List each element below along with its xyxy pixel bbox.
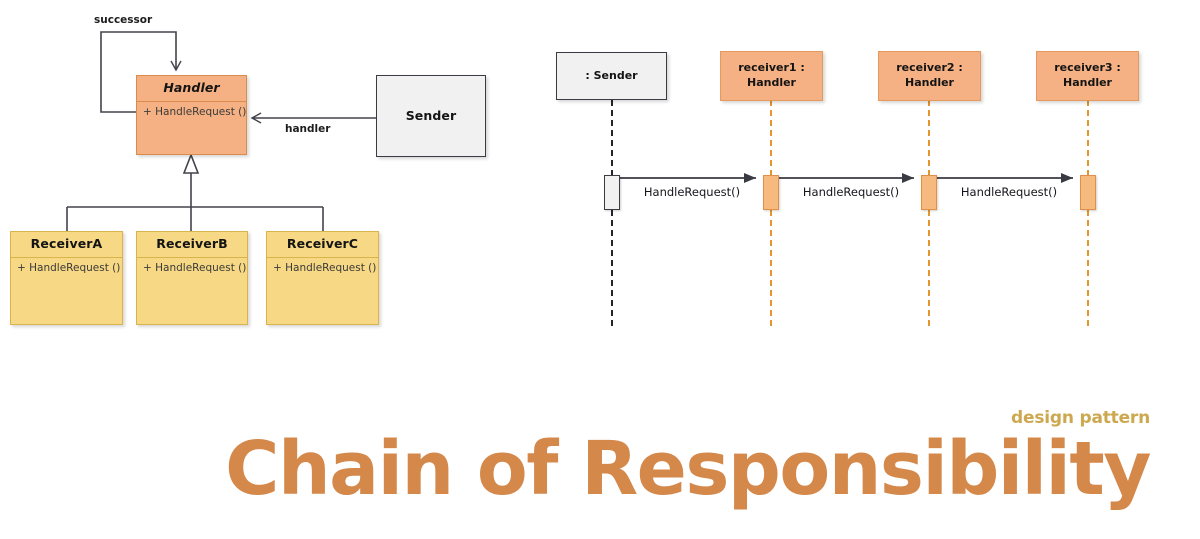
activation-bar-sender (604, 175, 620, 210)
lifeline-receiver1 (770, 100, 772, 326)
participant-label-receiver3-line2: Handler (1062, 76, 1112, 89)
class-title-handler: Handler (137, 76, 246, 102)
class-title-sender: Sender (405, 107, 457, 123)
lifeline-receiver2 (928, 100, 930, 326)
class-box-receiver-a[interactable]: ReceiverA + HandleRequest () (10, 231, 123, 325)
activation-bar-receiver3 (1080, 175, 1096, 210)
class-box-receiver-c[interactable]: ReceiverC + HandleRequest () (266, 231, 379, 325)
class-operation-receiver-a: + HandleRequest () (17, 261, 121, 274)
class-box-sender[interactable]: Sender (376, 75, 486, 157)
participant-label-sender: : Sender (585, 68, 638, 82)
participant-label-receiver2: receiver2 : Handler (896, 61, 963, 91)
participant-label-receiver3: receiver3 : Handler (1054, 61, 1121, 91)
participant-head-receiver2[interactable]: receiver2 : Handler (878, 51, 981, 101)
participant-label-receiver1-line2: Handler (746, 76, 796, 89)
title-kicker: design pattern (1011, 408, 1150, 428)
class-operation-receiver-b: + HandleRequest () (143, 261, 247, 274)
page-title: Chain of Responsibility (225, 426, 1151, 512)
participant-head-receiver1[interactable]: receiver1 : Handler (720, 51, 823, 101)
class-operation-receiver-c: + HandleRequest () (273, 261, 377, 274)
lifeline-receiver3 (1087, 100, 1089, 326)
message-label-2: HandleRequest() (802, 185, 900, 199)
relation-generalization (66, 152, 324, 231)
class-title-receiver-c: ReceiverC (267, 232, 378, 258)
participant-label-receiver2-line1: receiver2 : (896, 61, 963, 75)
message-label-3: HandleRequest() (960, 185, 1058, 199)
participant-head-sender[interactable]: : Sender (556, 52, 667, 100)
edge-label-handler: handler (285, 123, 331, 135)
class-title-receiver-b: ReceiverB (137, 232, 247, 258)
class-operation-handler: + HandleRequest () (143, 105, 247, 118)
participant-label-receiver1: receiver1 : Handler (738, 61, 805, 91)
class-title-receiver-a: ReceiverA (11, 232, 122, 258)
activation-bar-receiver1 (763, 175, 779, 210)
lifeline-sender (611, 100, 613, 326)
participant-label-receiver1-line1: receiver1 : (738, 61, 805, 75)
class-box-handler[interactable]: Handler + HandleRequest () (136, 75, 247, 155)
participant-label-receiver3-line1: receiver3 : (1054, 61, 1121, 75)
class-box-receiver-b[interactable]: ReceiverB + HandleRequest () (136, 231, 248, 325)
edge-label-successor: successor (94, 14, 153, 26)
participant-head-receiver3[interactable]: receiver3 : Handler (1036, 51, 1139, 101)
activation-bar-receiver2 (921, 175, 937, 210)
message-label-1: HandleRequest() (643, 185, 741, 199)
participant-label-receiver2-line2: Handler (904, 76, 954, 89)
